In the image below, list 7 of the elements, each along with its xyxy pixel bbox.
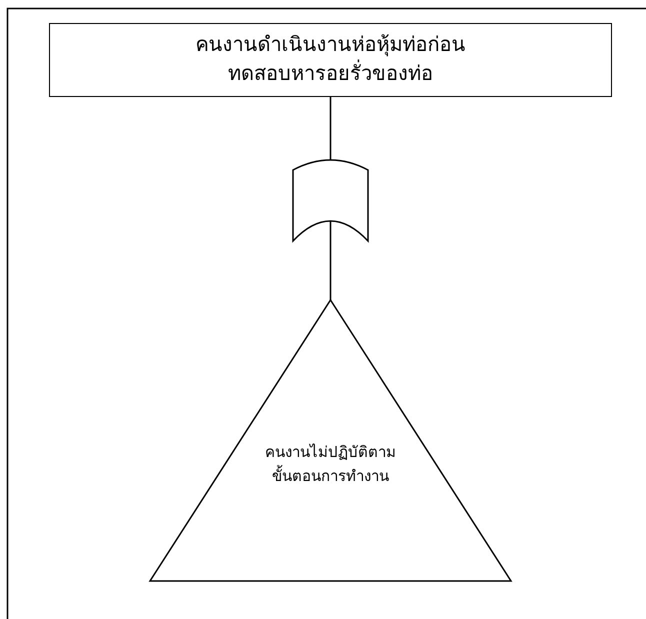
connector-line xyxy=(330,221,332,300)
logic-gate xyxy=(293,158,368,241)
event-text: คนงานไม่ปฏิบัติตามขั้นตอนการทำงาน xyxy=(265,442,396,487)
event-text: คนงานดำเนินงานห่อหุ้มท่อก่อนทดสอบหารอยรั่วของท่อ xyxy=(194,31,466,87)
connector-line xyxy=(330,97,332,160)
event-box xyxy=(49,23,612,97)
transfer-triangle xyxy=(150,300,511,581)
